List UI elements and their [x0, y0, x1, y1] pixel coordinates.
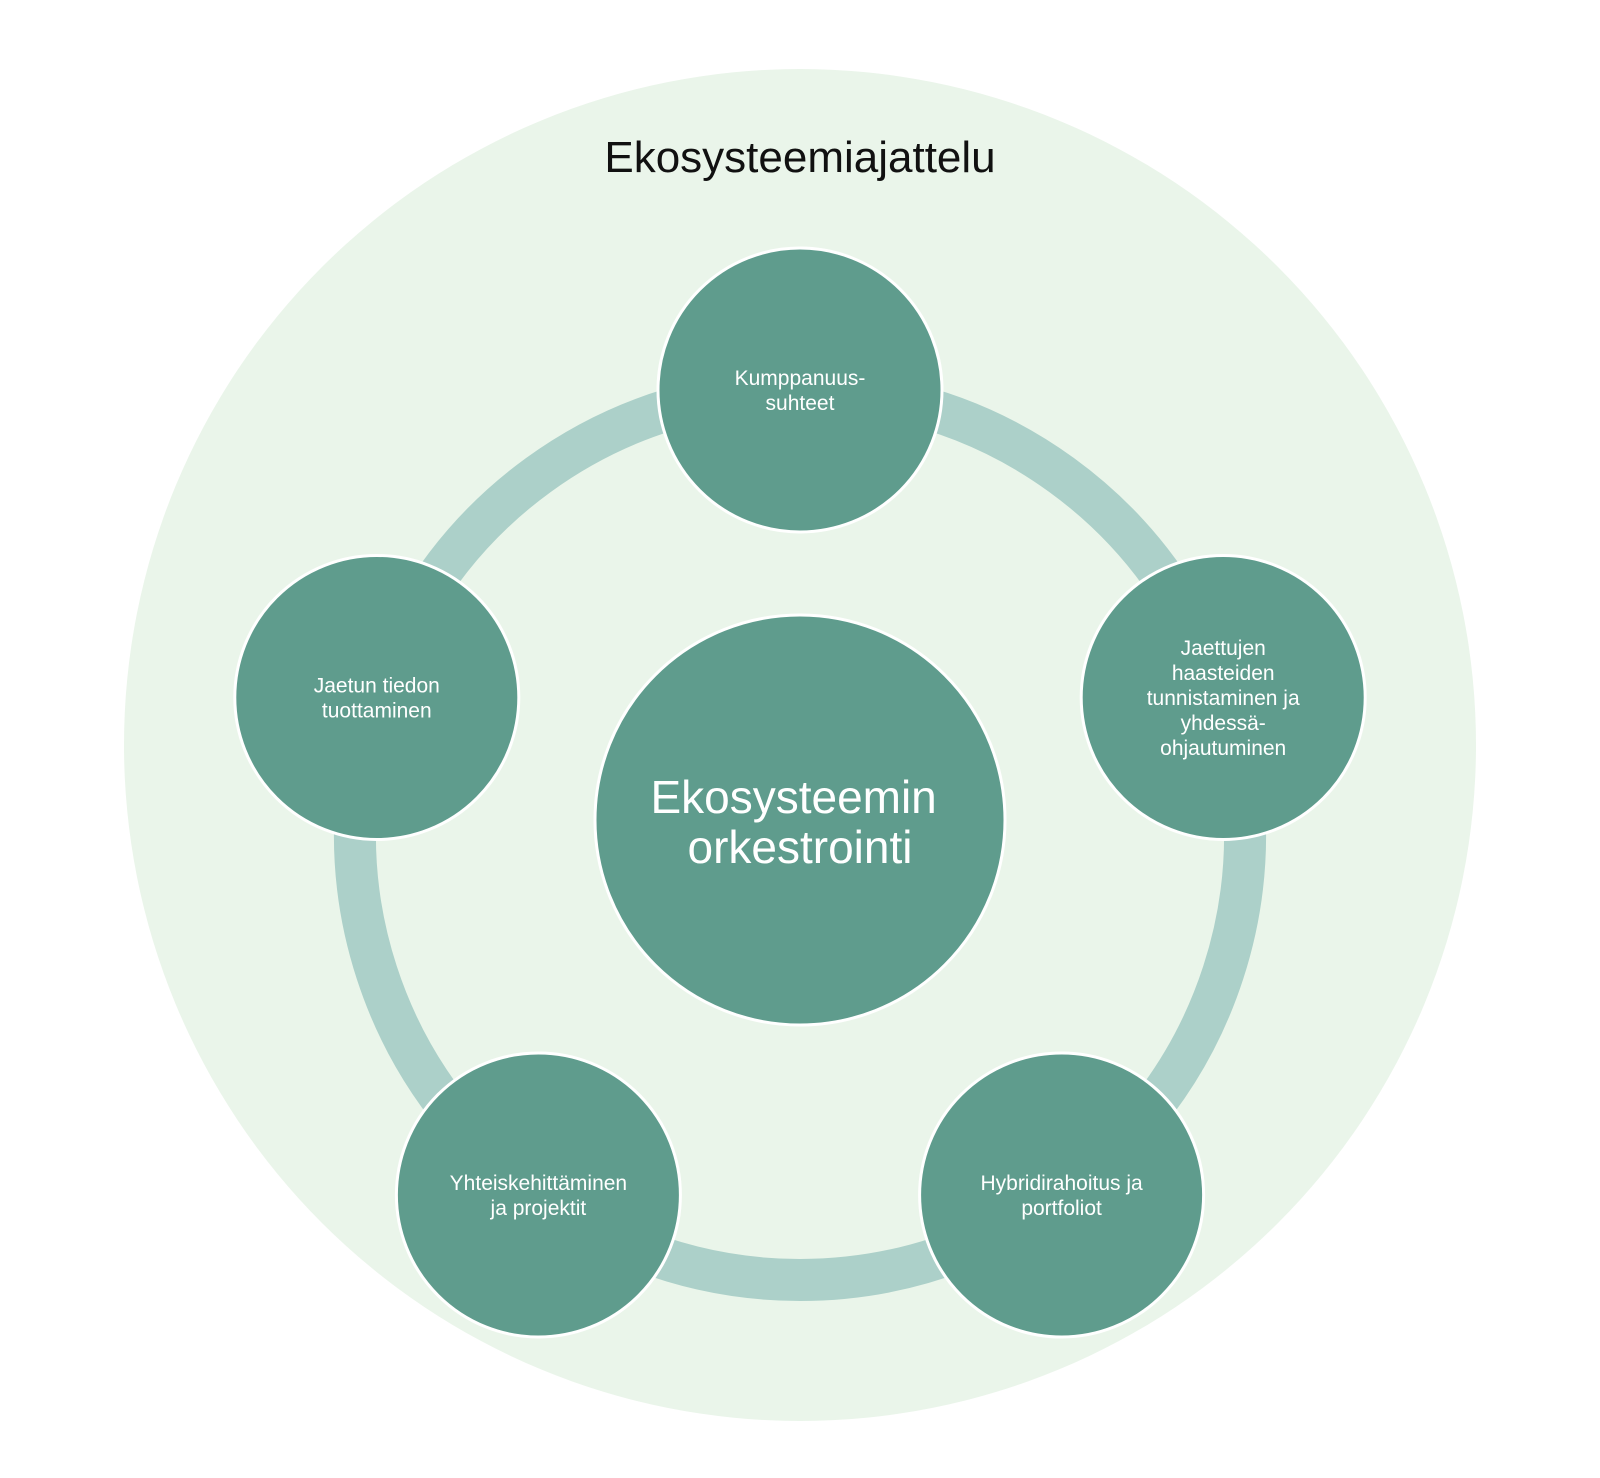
node-label: Kumppanuus-suhteet: [735, 367, 866, 415]
center-label: Ekosysteemin orkestrointi: [650, 771, 949, 873]
node-label-line: haasteiden: [1172, 662, 1275, 685]
node-circle: [1079, 554, 1367, 841]
node-label-line: Jaetun tiedon: [314, 674, 440, 697]
node-label-line: Kumppanuus-: [735, 367, 866, 390]
diagram-title: Ekosysteemiajattelu: [604, 133, 995, 182]
node-label-line: suhteet: [766, 392, 835, 415]
node-kumppanuussuhteet: Kumppanuus-suhteet: [656, 246, 944, 534]
node-label-line: yhdessä-: [1181, 712, 1266, 735]
node-circle: [233, 554, 521, 841]
node-label-line: ohjautuminen: [1160, 737, 1286, 760]
node-label-line: ja projektit: [490, 1197, 587, 1220]
node-label-line: Hybridirahoitus ja: [980, 1172, 1143, 1195]
node-label-line: Yhteiskehittäminen: [450, 1172, 627, 1195]
node-label-line: portfoliot: [1021, 1197, 1102, 1220]
node-label-line: Jaettujen: [1181, 637, 1266, 660]
node-circle: [656, 246, 944, 534]
node-label-line: tuottaminen: [322, 699, 432, 722]
node-circle: [918, 1051, 1206, 1339]
node-circle: [394, 1051, 682, 1339]
center-circle: [593, 613, 1007, 1027]
node-label-line: tunnistaminen ja: [1147, 687, 1300, 710]
center-label-line: Ekosysteemin: [650, 771, 936, 823]
center-label-line: orkestrointi: [688, 821, 913, 873]
